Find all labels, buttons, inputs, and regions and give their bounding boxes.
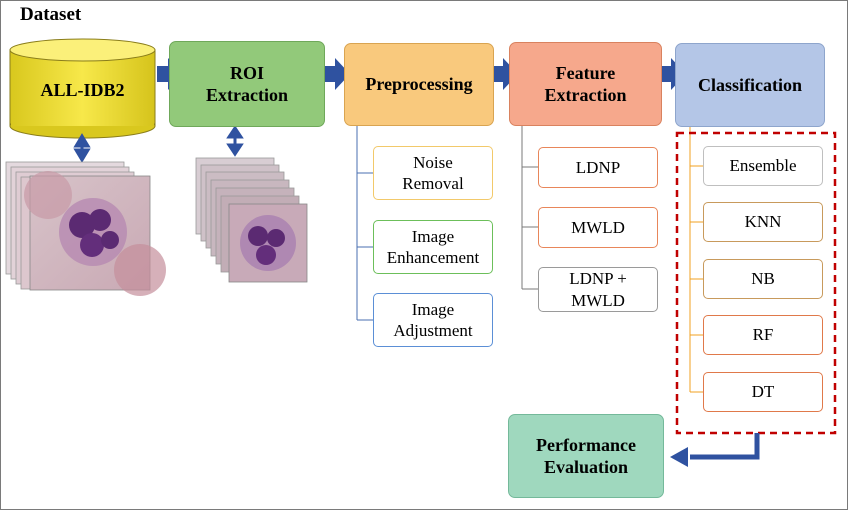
classifier-tree-lines: [689, 126, 703, 393]
stage-roi-extraction: ROI Extraction: [169, 41, 325, 127]
feature-tree-lines: [521, 126, 538, 290]
bidirectional-arrows: [73, 125, 244, 163]
blood-cell-image-stack-dataset: [5, 161, 166, 296]
feature-method-mwld: MWLD: [538, 207, 658, 248]
stage-performance-evaluation: Performance Evaluation: [508, 414, 664, 498]
classifier-nb: NB: [703, 259, 823, 299]
preprocessing-step-image-adjustment: Image Adjustment: [373, 293, 493, 347]
stage-feature-extraction: Feature Extraction: [509, 42, 662, 126]
feature-method-ldnp-mwld: LDNP + MWLD: [538, 267, 658, 312]
blood-cell-image-stack-roi: [195, 157, 308, 283]
preprocessing-tree-lines: [356, 126, 373, 321]
stage-dataset: ALL-IDB2: [40, 79, 125, 100]
classifier-dashed-box: [675, 131, 837, 435]
preprocessing-step-image-enhancement: Image Enhancement: [373, 220, 493, 274]
classifier-knn: KNN: [703, 202, 823, 242]
classifier-dt: DT: [703, 372, 823, 412]
dataset-title: Dataset: [20, 4, 82, 25]
stage-preprocessing: Preprocessing: [344, 43, 494, 126]
database-cylinder-icon: [9, 38, 156, 139]
performance-arrow: [670, 433, 760, 467]
feature-method-ldnp: LDNP: [538, 147, 658, 188]
stage-classification: Classification: [675, 43, 825, 127]
classifier-ensemble: Ensemble: [703, 146, 823, 186]
classifier-rf: RF: [703, 315, 823, 355]
preprocessing-step-noise-removal: Noise Removal: [373, 146, 493, 200]
